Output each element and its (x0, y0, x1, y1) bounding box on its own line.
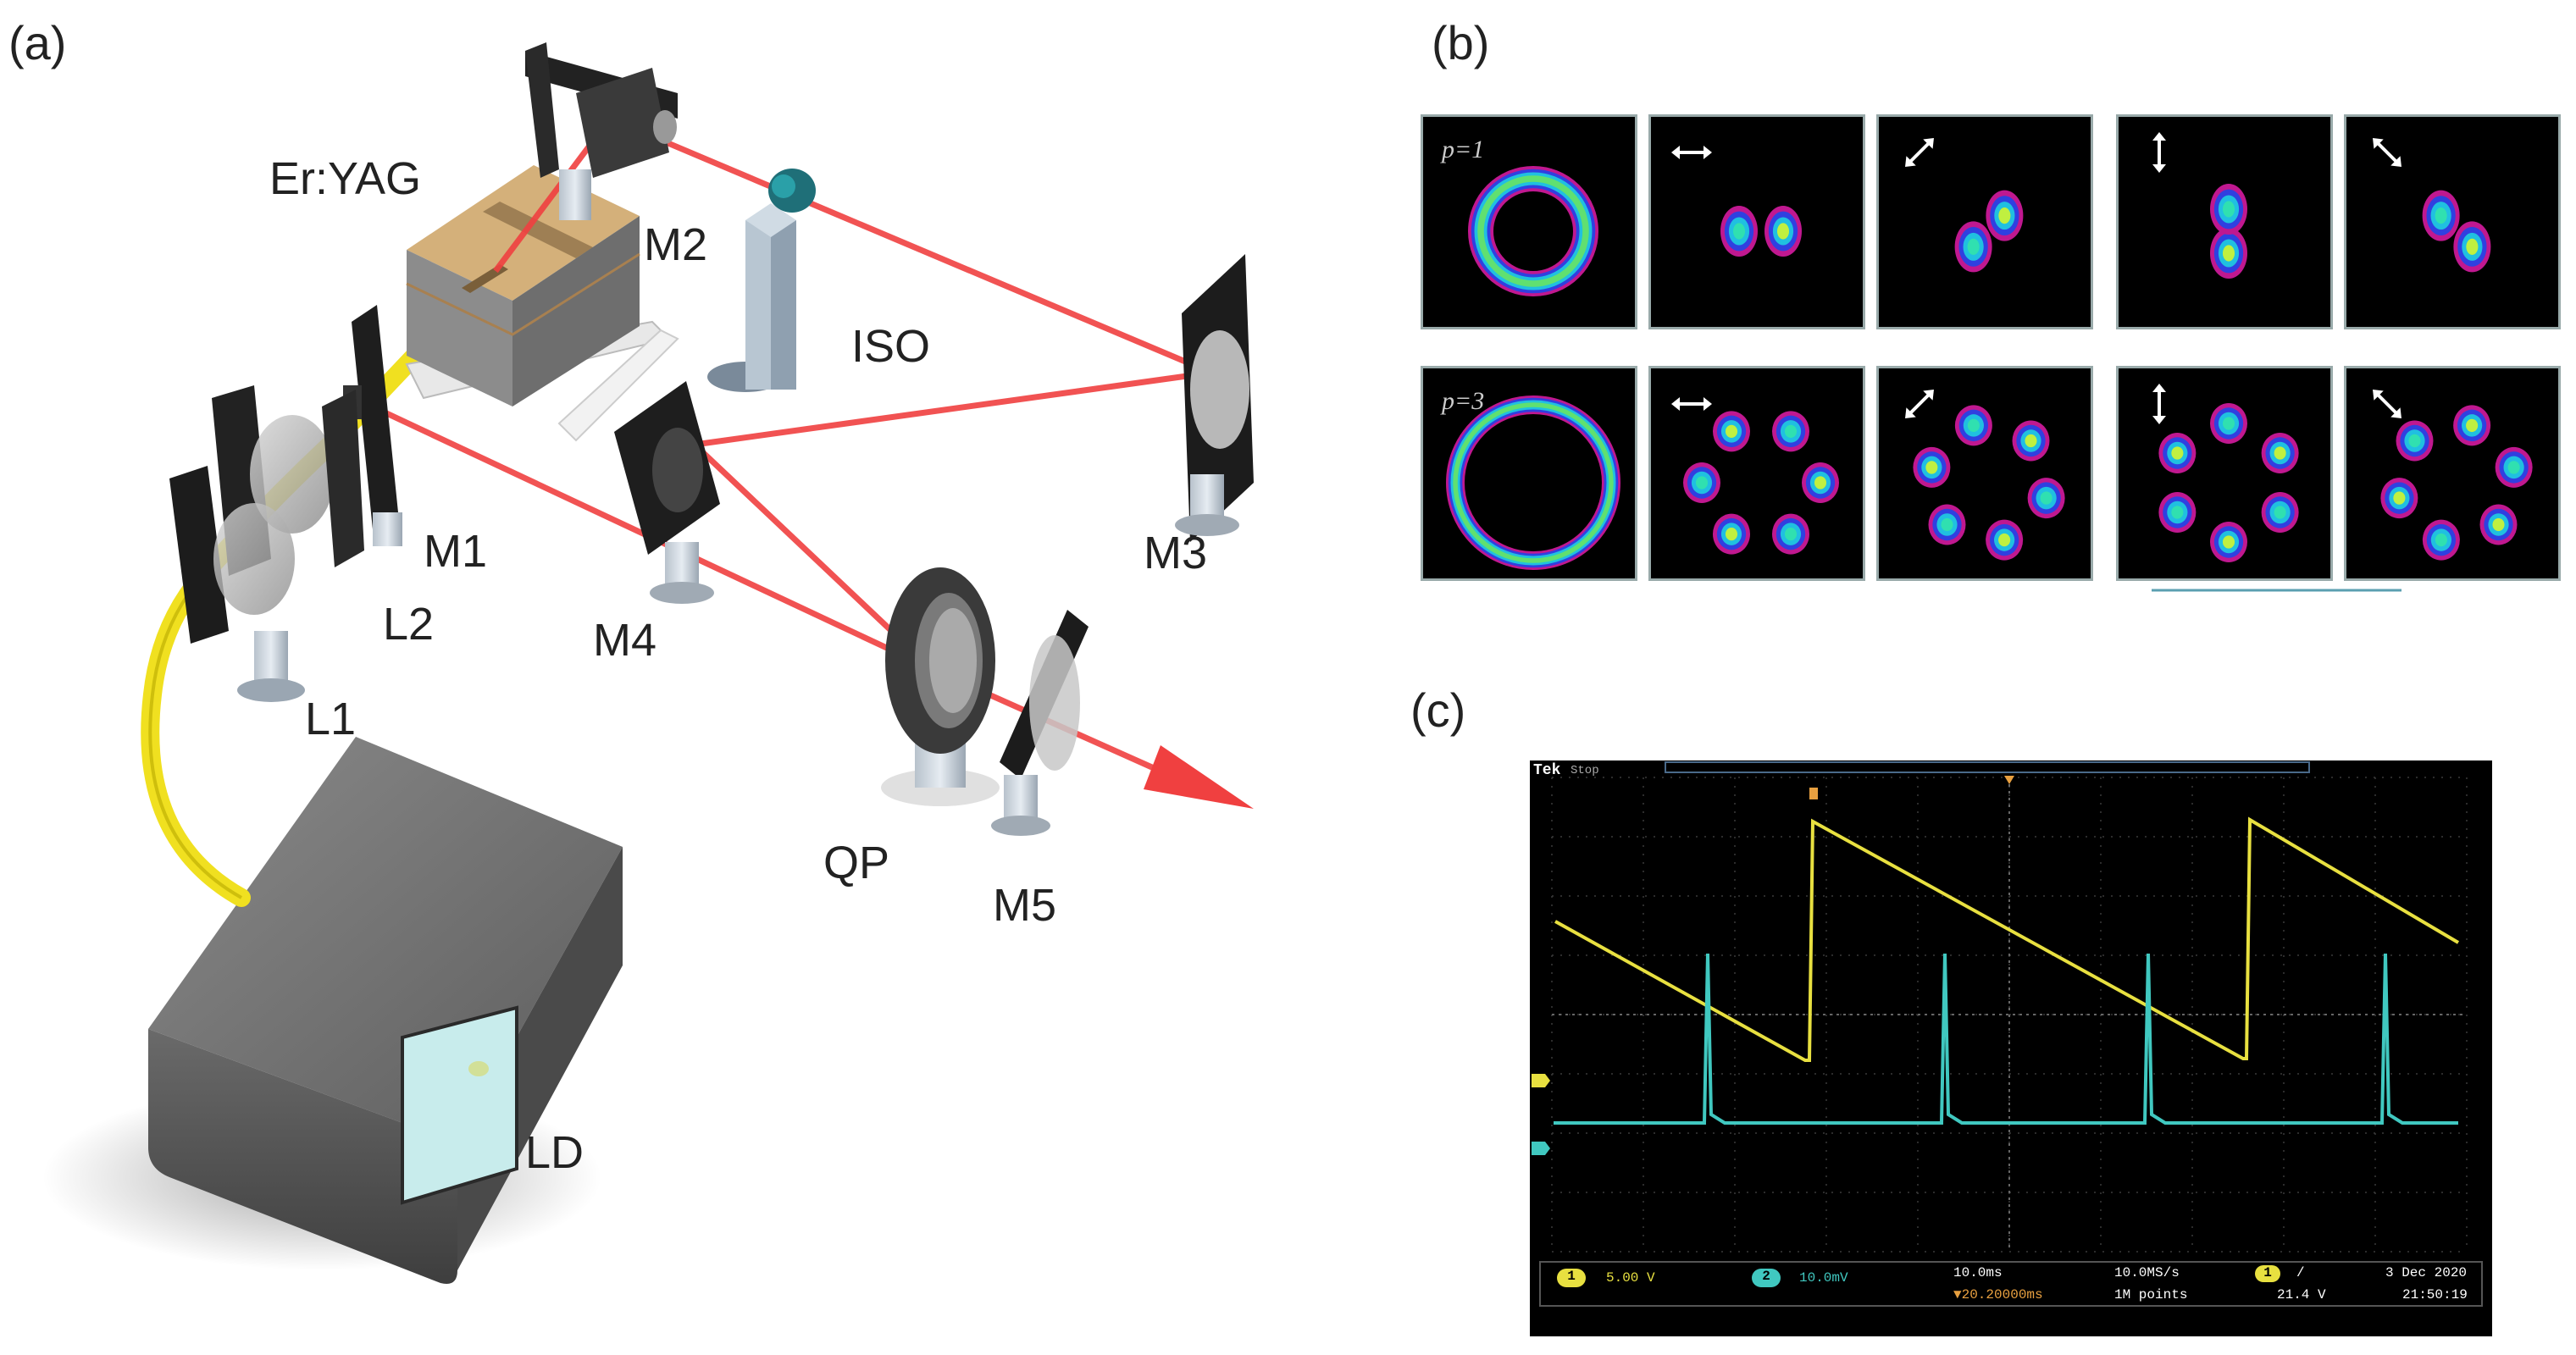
mode-pattern (2373, 390, 2533, 561)
ch1-sawtooth-trace (1554, 816, 2460, 1062)
label-m5: M5 (993, 880, 1057, 931)
status-bar-frame (1539, 1261, 2483, 1307)
isolator-iso (707, 169, 816, 392)
oscilloscope-screen: Tek Stop 1 5.00 V 2 10.0mV 10.0ms 10.0MS… (1530, 760, 2492, 1336)
donut-ring (1477, 175, 1589, 287)
record-length: 1M points (2114, 1287, 2188, 1302)
ch2-scale: 10.0mV (1799, 1270, 1848, 1286)
trigger-u-marker (1809, 788, 1818, 799)
trigger-slope: / (2296, 1265, 2305, 1280)
polarizer-arrow-icon (2373, 138, 2401, 167)
radial-order-label: p=3 (1442, 387, 1485, 415)
mode-pattern (1905, 138, 2024, 273)
ch1-number: 1 (1567, 1269, 1576, 1284)
trigger-position: ▼20.20000ms (1953, 1287, 2043, 1302)
projected-mode-image (1876, 114, 2093, 329)
projected-mode-image (2344, 114, 2561, 329)
panel-label-b: (b) (1432, 16, 1490, 69)
ch1-ground-marker (1532, 1074, 1550, 1087)
polarizer-arrow-icon (1905, 390, 1934, 418)
radial-order-label: p=1 (1442, 136, 1485, 163)
mode-pattern (2152, 132, 2247, 279)
polarizer-arrow-icon (1671, 397, 1712, 411)
mode-pattern (1446, 395, 1620, 570)
scope-time: 21:50:19 (2402, 1287, 2468, 1302)
projected-mode-image (2116, 114, 2333, 329)
scale-bar-line (2152, 589, 2401, 592)
label-iso: ISO (851, 321, 931, 372)
label-ld: LD (525, 1127, 584, 1178)
label-m2: M2 (644, 219, 708, 270)
label-l2: L2 (383, 599, 435, 650)
projected-mode-image (1648, 366, 1865, 581)
panel-label-a: (a) (8, 16, 67, 69)
mirror-m2 (525, 42, 678, 220)
label-m1: M1 (424, 526, 488, 577)
mode-pattern (1671, 397, 1839, 555)
ch2-ground-marker (1532, 1142, 1550, 1155)
panel-label-c: (c) (1410, 683, 1466, 737)
ch2-number: 2 (1762, 1269, 1770, 1284)
oscilloscope-graticule (1532, 761, 2483, 1307)
polarizer-arrow-icon (2373, 390, 2401, 418)
mirror-m4 (614, 381, 720, 604)
polarizer-arrow-icon (1671, 146, 1712, 159)
mode-pattern (2373, 138, 2491, 273)
trigger-level: 21.4 V (2277, 1287, 2326, 1302)
mode-pattern (1671, 146, 1802, 257)
ch1-indicator: 1 (1557, 1269, 1586, 1287)
intensity-profile-image: p=1 (1421, 114, 1637, 329)
polarizer-arrow-icon (2152, 384, 2166, 424)
label-m4: M4 (593, 615, 657, 666)
trigger-time-marker (2004, 776, 2014, 784)
donut-ring (1453, 402, 1614, 563)
record-view-bar (1665, 761, 2310, 773)
ch2-indicator: 2 (1752, 1269, 1781, 1287)
ch1-scale: 5.00 V (1606, 1270, 1655, 1286)
projected-mode-image (1648, 114, 1865, 329)
scope-date: 3 Dec 2020 (2385, 1265, 2468, 1280)
laser-setup-diagram (42, 42, 1254, 1284)
output-beam-arrow (1144, 745, 1254, 809)
intensity-profile-image: p=3 (1421, 366, 1637, 581)
timebase: 10.0ms (1953, 1265, 2003, 1280)
er-yag-crystal-mount (406, 165, 640, 406)
scope-state: Stop (1571, 764, 1599, 777)
mode-pattern (2152, 384, 2299, 562)
label-m3: M3 (1144, 528, 1208, 578)
projected-mode-image (2116, 366, 2333, 581)
trigger-ch-indicator: 1 (2255, 1265, 2280, 1282)
q-plate-qp (881, 567, 1000, 806)
trigger-ch-number: 1 (2263, 1265, 2272, 1280)
polarizer-arrow-icon (2152, 132, 2166, 173)
sample-rate: 10.0MS/s (2114, 1265, 2180, 1280)
label-qp: QP (823, 838, 890, 888)
mirror-m3 (1175, 254, 1254, 542)
label-er-yag: Er:YAG (269, 153, 422, 204)
label-l1: L1 (305, 694, 357, 744)
mirror-m5 (991, 610, 1089, 836)
ch2-pulse-trace (1554, 953, 2458, 1125)
scope-brand: Tek (1533, 762, 1561, 779)
projected-mode-image (2344, 366, 2561, 581)
mode-pattern (1468, 166, 1598, 296)
projected-mode-image (1876, 366, 2093, 581)
laser-diode-box (148, 737, 623, 1284)
lens-l1 (169, 466, 305, 702)
polarizer-arrow-icon (1905, 138, 1934, 167)
mode-pattern (1905, 390, 2065, 561)
